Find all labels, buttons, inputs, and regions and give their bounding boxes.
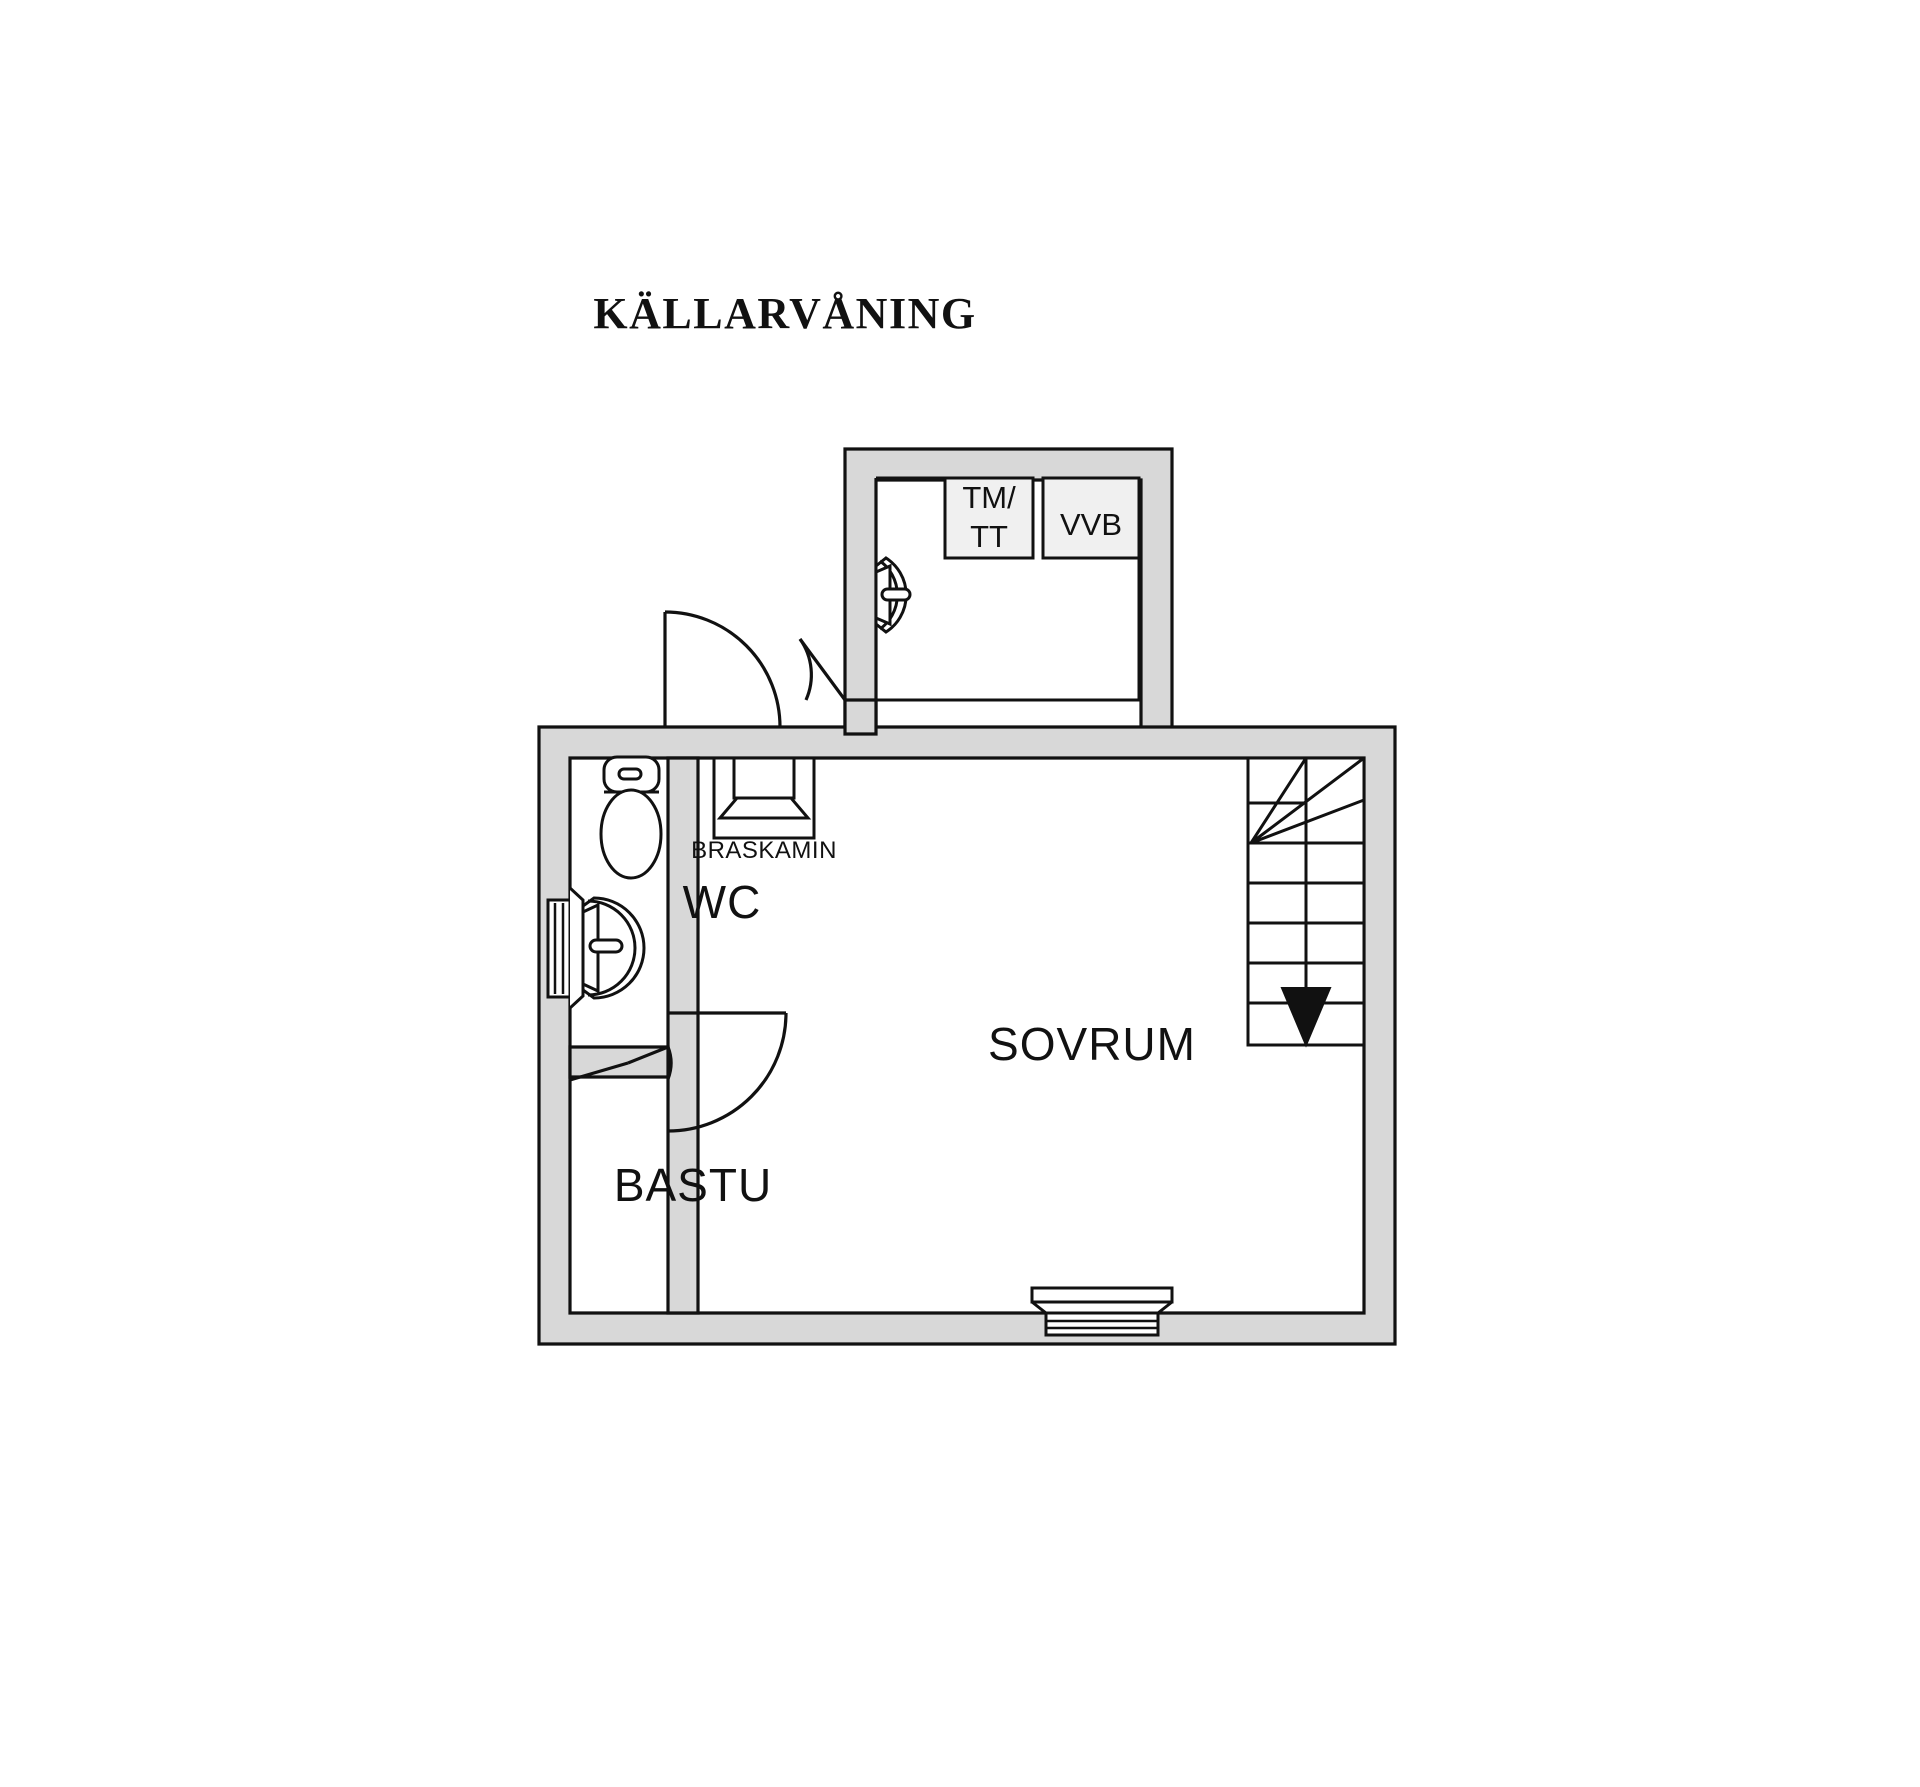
sink-wc <box>581 896 646 1000</box>
window-sovrum-south <box>1030 1286 1174 1337</box>
page-title: KÄLLARVÅNING <box>593 289 977 338</box>
window-wc-west <box>546 886 585 1010</box>
equipment-tm-tt-line2: TT <box>970 519 1008 554</box>
staircase <box>1246 756 1366 1048</box>
equipment-tm-tt-line1: TM/ <box>962 480 1016 515</box>
braskamin-label: BRASKAMIN <box>691 837 837 864</box>
sink-utility <box>874 556 912 634</box>
wc-room: WC <box>546 755 762 1010</box>
door-wc <box>667 1011 788 1133</box>
wall-interior-vertical <box>666 756 700 1315</box>
equipment-tm-tt: TM/ TT <box>943 476 1035 560</box>
room-label-bastu: BASTU <box>614 1159 772 1211</box>
toilet-wc <box>599 755 663 880</box>
door-bastu <box>569 1045 673 1082</box>
wall-main-block <box>537 725 1397 1346</box>
equipment-vvb: VVB <box>1041 476 1141 560</box>
door-utility <box>798 638 847 701</box>
room-label-wc: WC <box>683 876 762 928</box>
equipment-vvb-label: VVB <box>1060 507 1122 542</box>
stove-braskamin: BRASKAMIN <box>691 756 837 864</box>
wall-stub-utility <box>843 698 878 736</box>
door-hall <box>663 610 782 728</box>
room-label-sovrum: SOVRUM <box>988 1018 1196 1070</box>
